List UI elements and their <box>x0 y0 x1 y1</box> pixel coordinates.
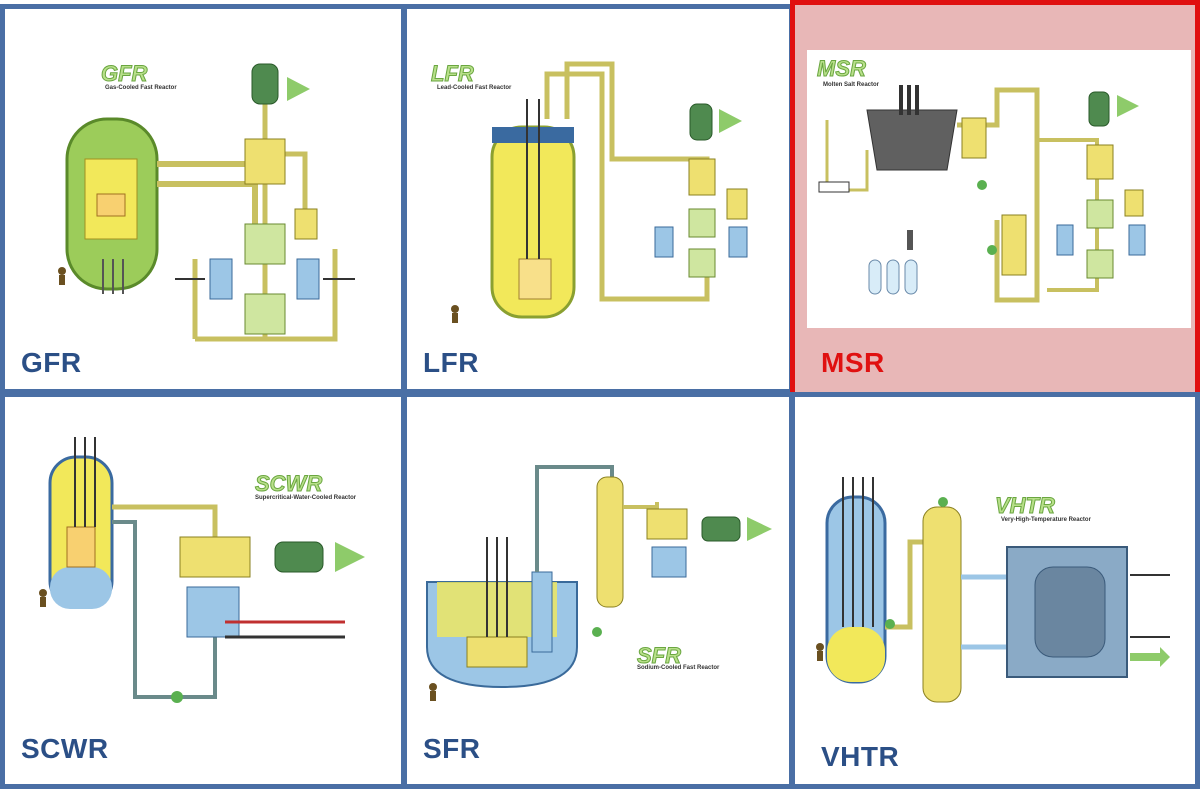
lfr-diagram-subtitle: Lead-Cooled Fast Reactor <box>437 85 512 91</box>
panel-msr[interactable]: MSR Molten Salt Reactor MSR <box>790 0 1200 398</box>
gfr-diagram-title: GFR <box>100 61 148 87</box>
scwr-diagram-subtitle: Supercritical-Water-Cooled Reactor <box>255 495 357 501</box>
vhtr-label: VHTR <box>821 741 900 772</box>
sfr-diagram-subtitle: Sodium-Cooled Fast Reactor <box>637 665 720 671</box>
panel-vhtr[interactable]: VHTR Very-High-Temperature Reactor VHTR <box>790 392 1200 789</box>
panel-gfr[interactable]: GFR Gas-Cooled Fast Reactor GFR <box>0 4 406 394</box>
gfr-diagram-subtitle: Gas-Cooled Fast Reactor <box>105 85 177 91</box>
sfr-diagram-title: SFR <box>637 643 682 669</box>
scwr-label: SCWR <box>21 733 109 764</box>
vhtr-diagram <box>816 477 1170 703</box>
msr-diagram <box>818 85 1146 303</box>
scwr-diagram-title: SCWR <box>254 471 323 497</box>
vhtr-diagram-subtitle: Very-High-Temperature Reactor <box>1001 517 1091 523</box>
panel-sfr[interactable]: SFR Sodium-Cooled Fast Reactor SFR <box>402 392 794 789</box>
panel-lfr[interactable]: LFR Lead-Cooled Fast Reactor LFR <box>402 4 794 394</box>
lfr-label: LFR <box>423 347 479 378</box>
sfr-label: SFR <box>423 733 481 764</box>
msr-diagram-title: MSR <box>817 56 867 82</box>
msr-diagram-frame: MSR Molten Salt Reactor <box>807 50 1191 328</box>
lfr-diagram <box>451 61 748 323</box>
sfr-diagram <box>426 465 772 701</box>
gfr-diagram <box>58 63 355 342</box>
panel-scwr[interactable]: SCWR Supercritical-Water-Cooled Reactor … <box>0 392 406 789</box>
msr-diagram-subtitle: Molten Salt Reactor <box>823 82 880 88</box>
scwr-diagram <box>39 437 365 703</box>
msr-label: MSR <box>821 347 885 378</box>
lfr-diagram-title: LFR <box>431 61 475 87</box>
gfr-label: GFR <box>21 347 82 378</box>
vhtr-diagram-title: VHTR <box>995 493 1056 519</box>
